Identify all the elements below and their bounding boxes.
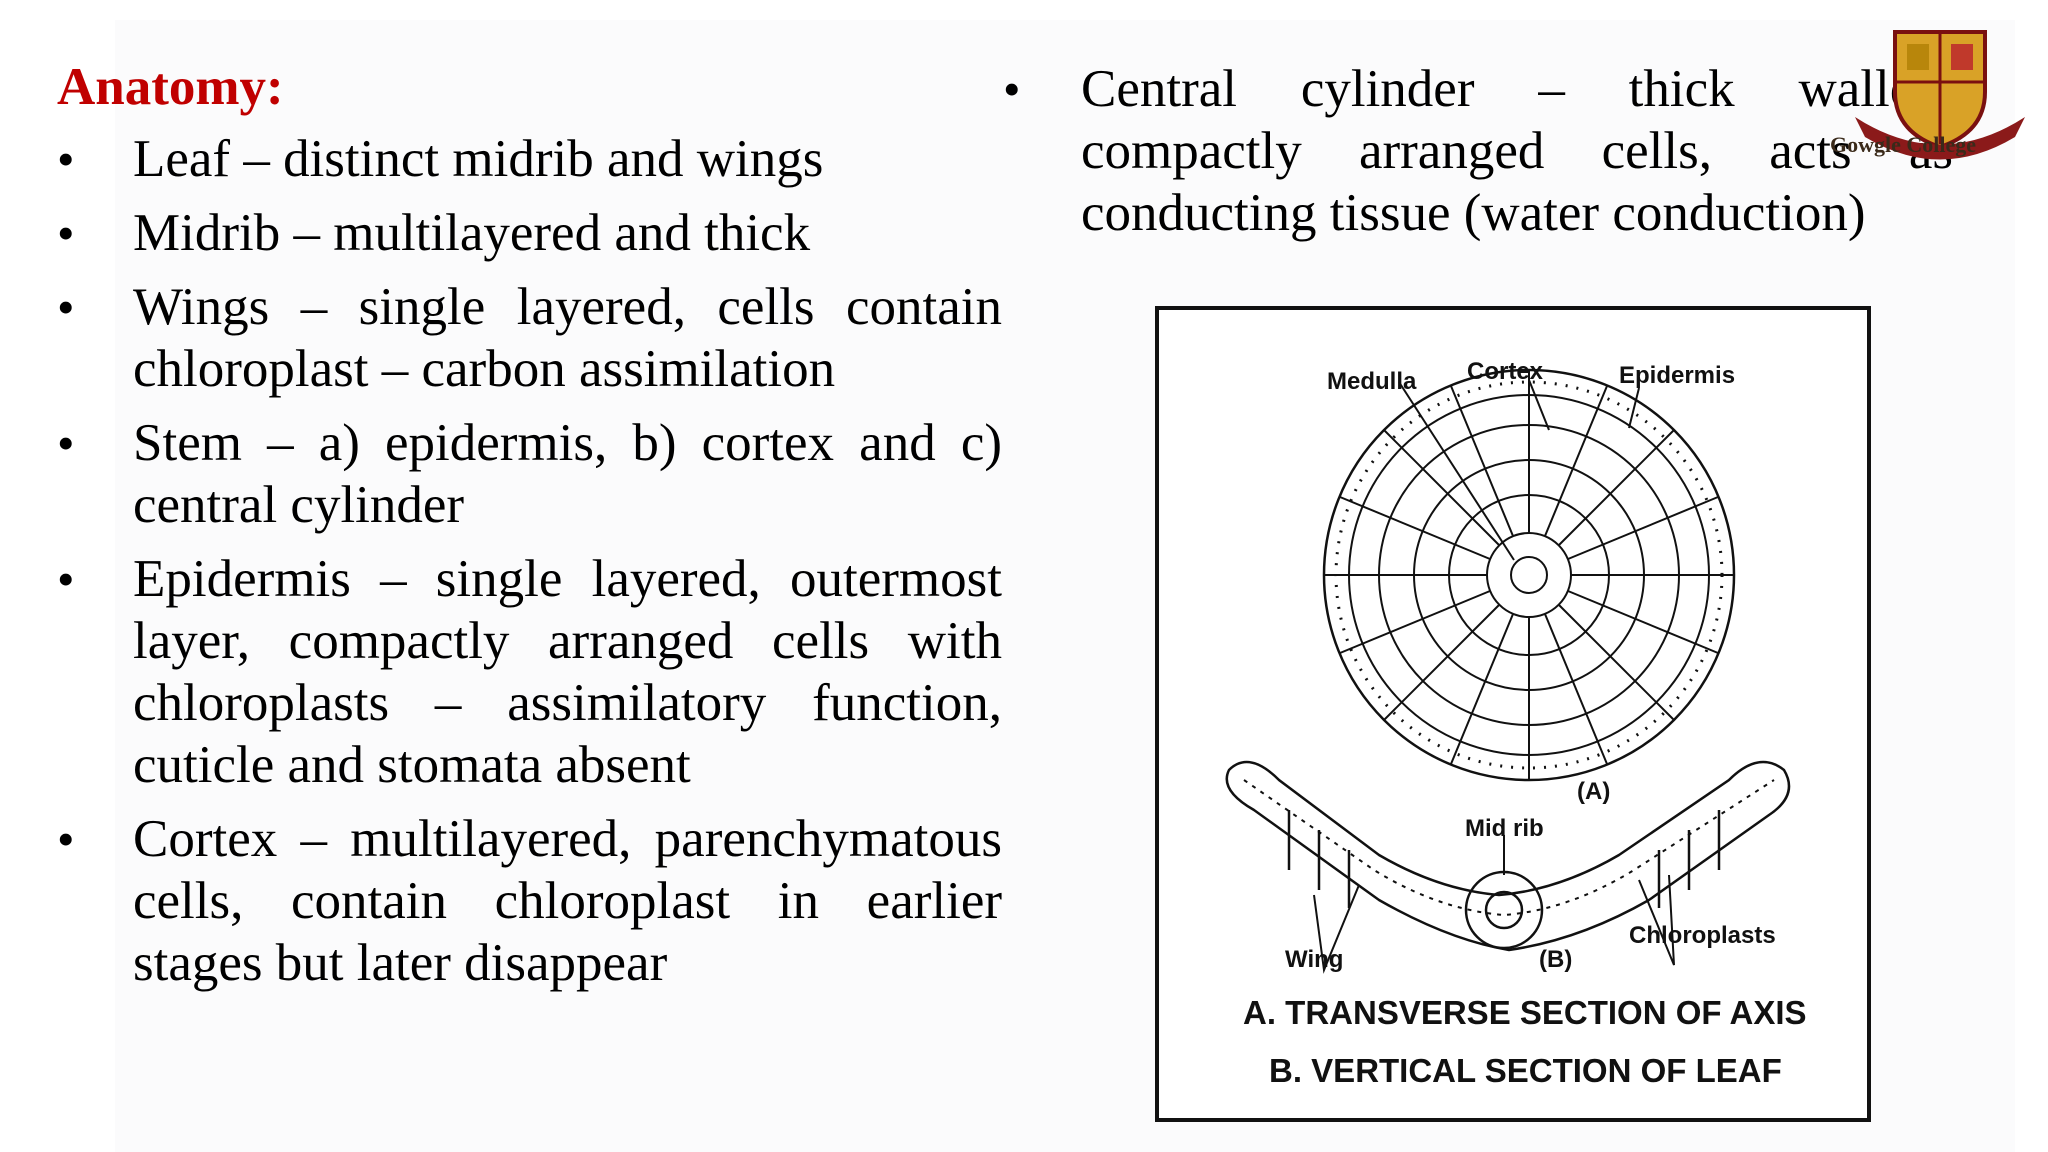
bullet-text: Midrib – multilayered and thick (133, 204, 811, 262)
bullet-text: Leaf – distinct midrib and wings (133, 130, 824, 188)
bullet-text: Cortex – multilayered, parenchymatous ce… (133, 810, 1002, 992)
bullet-text: Epidermis – single layered, outermost la… (133, 550, 1002, 794)
caption-vertical-section: B. VERTICAL SECTION OF LEAF (1269, 1052, 1782, 1089)
bullet-epidermis: • Epidermis – single layered, outermost … (57, 548, 1002, 796)
label-medulla: Medulla (1327, 368, 1417, 395)
label-chloroplasts: Chloroplasts (1629, 922, 1776, 949)
bullet-marker: • (57, 551, 75, 607)
anatomy-figure: Medulla Cortex Epidermis (A) Mid rib Win… (1155, 306, 1871, 1122)
bullet-stem: • Stem – a) epidermis, b) cortex and c) … (57, 412, 1002, 536)
anatomy-diagram (1225, 368, 1791, 974)
bullet-marker: • (57, 415, 75, 471)
bullet-midrib: • Midrib – multilayered and thick (57, 202, 1002, 264)
label-cortex: Cortex (1467, 358, 1544, 385)
label-part-b: (B) (1539, 946, 1573, 973)
bullet-text: Wings – single layered, cells contain ch… (133, 278, 1002, 398)
caption-transverse-section: A. TRANSVERSE SECTION OF AXIS (1243, 994, 1807, 1031)
transverse-section-drawing (1322, 368, 1736, 782)
label-part-a: (A) (1577, 778, 1611, 805)
slide-title: Anatomy: (57, 58, 284, 116)
bullet-central-cylinder: • Central cylinder – thick walled, compa… (1003, 58, 1953, 244)
bullet-marker: • (57, 131, 75, 187)
label-wing: Wing (1285, 946, 1344, 973)
bullet-marker: • (57, 279, 75, 335)
bullet-marker: • (1003, 61, 1021, 117)
label-midrib: Mid rib (1465, 815, 1544, 842)
bullet-marker: • (57, 811, 75, 867)
bullet-cortex: • Cortex – multilayered, parenchymatous … (57, 808, 1002, 994)
bullet-wings: • Wings – single layered, cells contain … (57, 276, 1002, 400)
college-crest-logo (1855, 30, 2025, 160)
bullet-leaf: • Leaf – distinct midrib and wings (57, 128, 1002, 190)
bullet-text: Central cylinder – thick walled, compact… (1081, 60, 1953, 242)
label-epidermis: Epidermis (1619, 362, 1736, 389)
college-name: Gowgle College (1830, 132, 1977, 157)
right-bullet-list: • Central cylinder – thick walled, compa… (1003, 58, 1953, 256)
bullet-text: Stem – a) epidermis, b) cortex and c) ce… (133, 414, 1002, 534)
bullet-marker: • (57, 205, 75, 261)
leaf-section-drawing (1225, 760, 1791, 974)
left-bullet-list: • Leaf – distinct midrib and wings • Mid… (57, 128, 1002, 1006)
